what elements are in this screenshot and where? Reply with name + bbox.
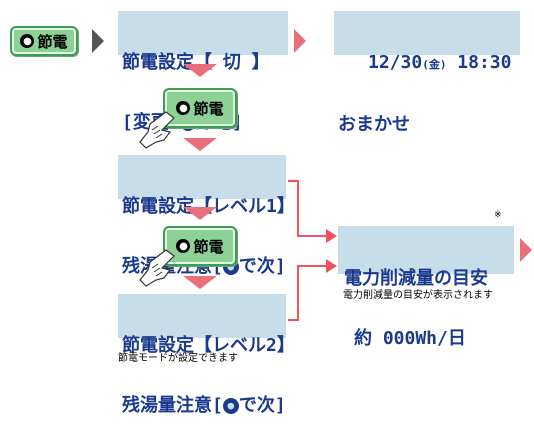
- power-saving-icon: ●: [20, 34, 35, 48]
- setsuden-button-label: 節電: [193, 99, 224, 118]
- lcd-level1-line1: 節電設定【レベル1】: [122, 196, 295, 217]
- pointing-hand-icon: [139, 111, 175, 149]
- setsuden-button-press-2[interactable]: ● 節電: [163, 226, 237, 266]
- arrow-down-4: [183, 276, 217, 289]
- caption-mode: 節電モードが設定できます: [118, 353, 238, 364]
- lcd-level1: 節電設定【レベル1】 残湯量注意[●で次]: [118, 155, 295, 277]
- lcd-level2-line2-prefix: 残湯量注意: [122, 395, 212, 416]
- setsuden-button-top[interactable]: ● 節電: [10, 26, 78, 56]
- connector-level1-head: [326, 229, 337, 243]
- setsuden-button-press-1[interactable]: ● 節電: [163, 88, 237, 128]
- flow-arrows: [92, 29, 532, 321]
- lcd-clock-time: 18:30: [457, 52, 512, 73]
- arrow-down-2: [183, 138, 217, 151]
- lcd-level2-line1: 節電設定【レベル2】: [122, 335, 295, 356]
- arrow-down-1: [183, 64, 217, 77]
- lcd-clock: 12/30(金) 18:30 おまかせ: [334, 11, 520, 135]
- lcd-level2-line2-suffix: で次]: [238, 395, 286, 416]
- setsuden-button-label: 節電: [193, 237, 224, 256]
- estimate-note-mark: ※: [494, 210, 502, 220]
- arrow-right-3: [520, 238, 532, 262]
- pointing-hand-icon: [139, 249, 175, 287]
- power-saving-icon: ●: [176, 101, 191, 115]
- setsuden-button-label: 節電: [37, 32, 68, 51]
- caption-estimate: 電力削減量の目安が表示されます: [343, 290, 493, 301]
- power-saving-icon: ●: [176, 239, 191, 253]
- connector-level1: [288, 180, 328, 237]
- lcd-level1-line2-suffix: で次]: [238, 256, 286, 277]
- connector-level2-head: [326, 259, 337, 273]
- connector-level2: [288, 265, 328, 321]
- arrow-right-1: [92, 29, 104, 53]
- arrow-down-3: [183, 207, 217, 220]
- power-saving-icon: ●: [222, 398, 239, 414]
- lcd-estimate-line1: 電力削減量の目安: [344, 268, 488, 289]
- lcd-clock-weekday: 金: [428, 58, 440, 71]
- lcd-clock-mode: おまかせ: [338, 114, 410, 135]
- lcd-estimate-line2: 約 000Wh/日: [354, 328, 466, 349]
- lcd-off-line2-suffix: ]: [231, 112, 243, 133]
- lcd-clock-date: 12/30: [368, 52, 423, 73]
- lcd-estimate: 電力削減量の目安 約 000Wh/日: [338, 226, 514, 349]
- arrow-right-2: [294, 29, 306, 53]
